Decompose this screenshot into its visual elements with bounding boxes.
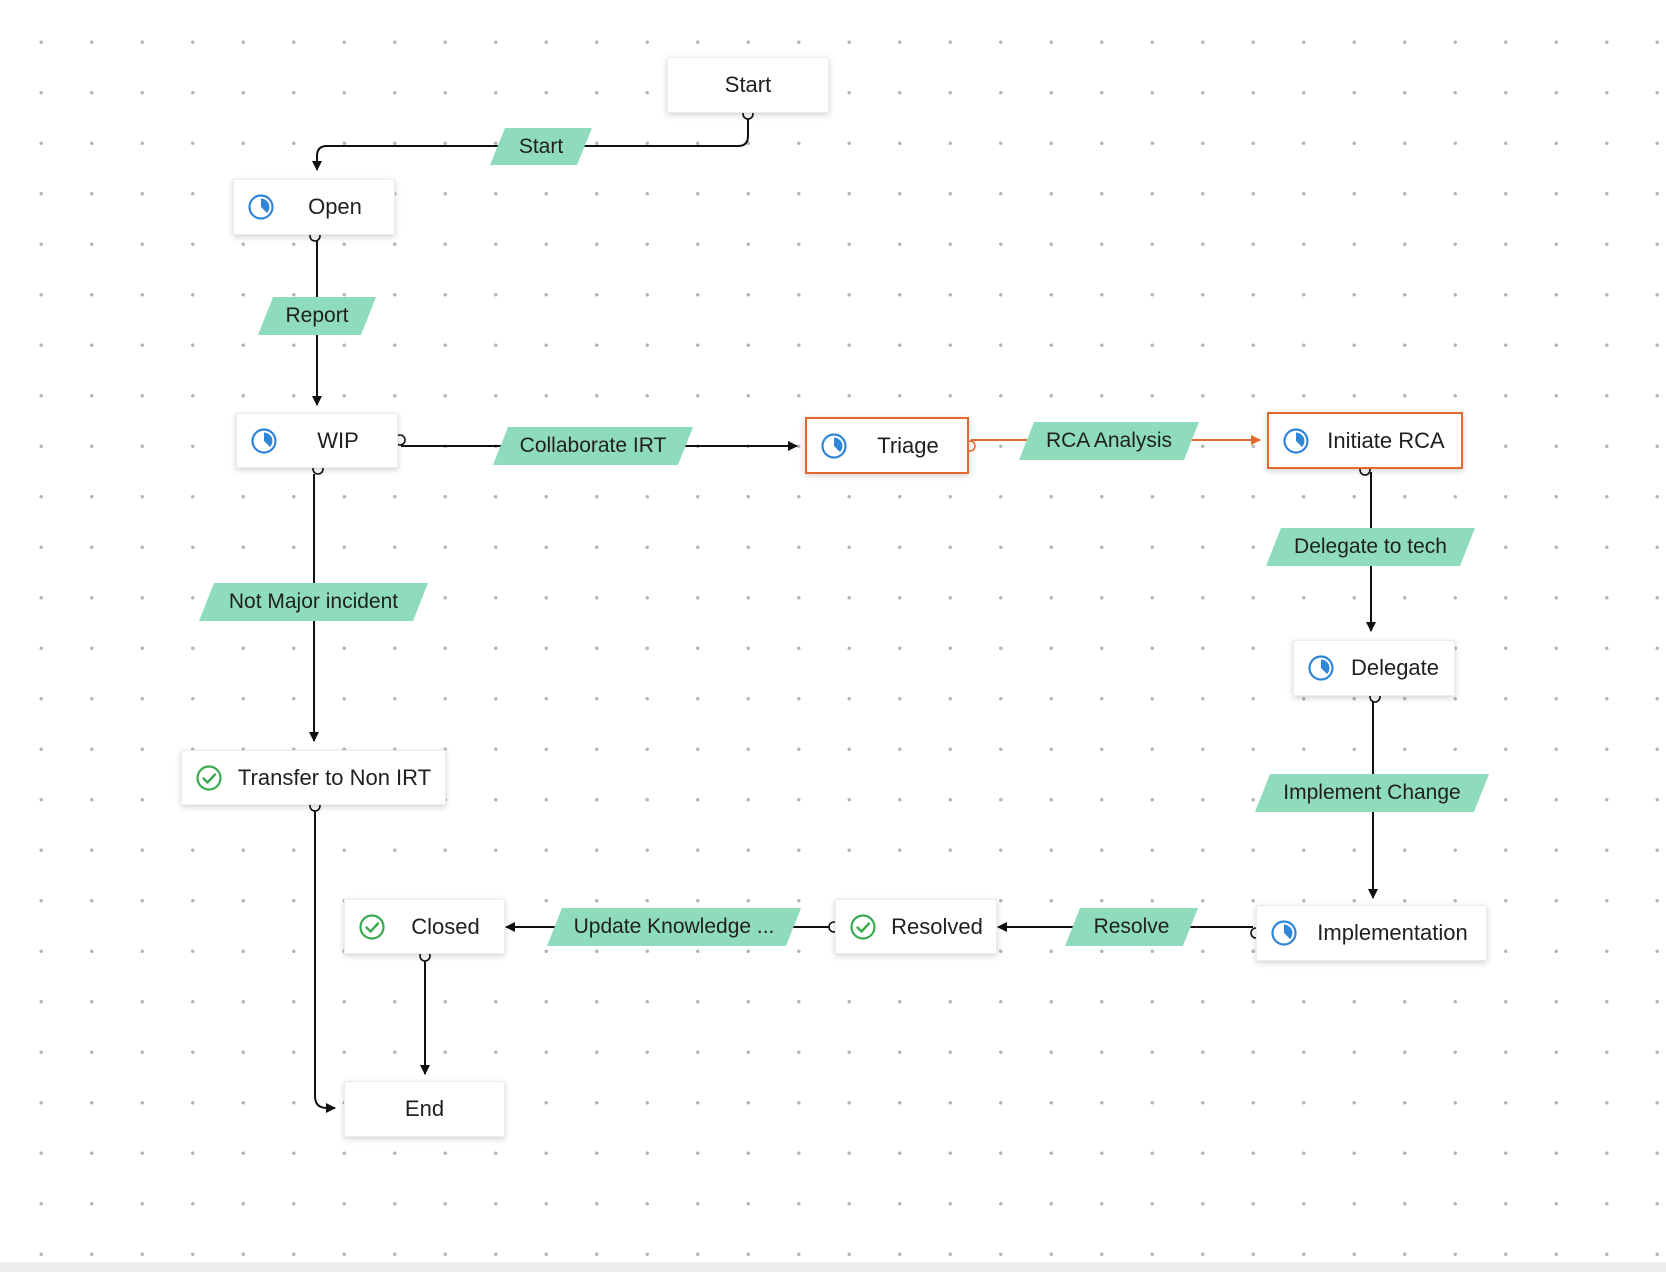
state-label: Start bbox=[724, 72, 772, 97]
state-node-transfer-to-non-irt[interactable]: Transfer to Non IRT bbox=[181, 750, 446, 805]
state-node-triage[interactable]: Triage bbox=[805, 417, 969, 474]
transition-label-collaborate-irt[interactable]: Collaborate IRT bbox=[493, 427, 693, 465]
state-node-initiate-rca[interactable]: Initiate RCA bbox=[1267, 412, 1463, 469]
connector-transfer-end bbox=[314, 810, 336, 1113]
clock-icon bbox=[248, 194, 274, 220]
state-label: WIP bbox=[317, 427, 359, 453]
transition-label-delegate-to-tech[interactable]: Delegate to tech bbox=[1266, 528, 1475, 566]
state-node-resolved[interactable]: Resolved bbox=[835, 899, 997, 954]
state-label: Implementation bbox=[1317, 920, 1468, 945]
transition-label-resolve[interactable]: Resolve bbox=[1065, 908, 1198, 946]
state-node-implementation[interactable]: Implementation bbox=[1256, 905, 1487, 961]
state-label: Initiate RCA bbox=[1327, 427, 1445, 453]
state-label: Transfer to Non IRT bbox=[237, 764, 432, 790]
clock-icon bbox=[1283, 427, 1309, 454]
clock-icon bbox=[1308, 655, 1334, 681]
transition-label-start[interactable]: Start bbox=[490, 128, 592, 165]
state-node-end[interactable]: End bbox=[344, 1081, 505, 1137]
state-label: Triage bbox=[877, 432, 939, 458]
clock-icon bbox=[251, 427, 277, 454]
state-label: Closed bbox=[411, 913, 480, 939]
check-circle-icon bbox=[850, 913, 876, 940]
state-node-open[interactable]: Open bbox=[233, 179, 395, 235]
transition-label-rca-analysis[interactable]: RCA Analysis bbox=[1019, 422, 1199, 460]
state-node-delegate[interactable]: Delegate bbox=[1293, 640, 1455, 696]
state-node-start[interactable]: Start bbox=[667, 57, 829, 113]
state-node-closed[interactable]: Closed bbox=[344, 899, 505, 954]
state-label: End bbox=[404, 1096, 445, 1121]
clock-icon bbox=[1271, 920, 1297, 946]
transition-label-update-knowledge[interactable]: Update Knowledge ... bbox=[547, 908, 801, 946]
canvas-bottom-edge bbox=[0, 1262, 1666, 1272]
check-circle-icon bbox=[196, 764, 222, 791]
clock-icon bbox=[821, 432, 847, 459]
state-label: Open bbox=[308, 194, 362, 219]
check-circle-icon bbox=[359, 913, 385, 940]
transition-label-report[interactable]: Report bbox=[258, 297, 376, 335]
state-node-wip[interactable]: WIP bbox=[236, 413, 398, 468]
transition-label-implement-change[interactable]: Implement Change bbox=[1255, 774, 1489, 812]
transition-label-not-major-incident[interactable]: Not Major incident bbox=[199, 583, 428, 621]
state-label: Delegate bbox=[1350, 655, 1440, 680]
state-label: Resolved bbox=[891, 913, 983, 939]
